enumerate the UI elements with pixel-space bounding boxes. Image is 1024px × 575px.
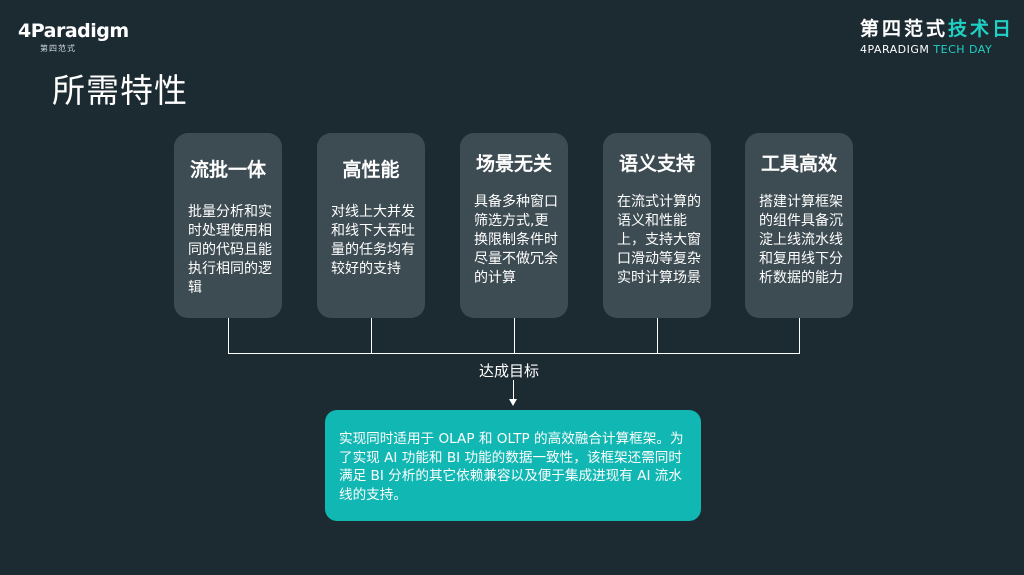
feature-card-body: 批量分析和实时处理使用相同的代码且能执行相同的逻辑 [188,204,272,296]
feature-card-body: 在流式计算的语义和性能上，支持大窗口滑动等复杂实时计算场景 [617,194,701,286]
connector-line [799,318,800,353]
event-title-en: 4PARADIGM TECH DAY [860,43,993,56]
feature-card-2: 高性能 对线上大并发和线下大吞吐量的任务均有较好的支持 [317,133,425,318]
logo-subtext: 第四范式 [40,44,76,53]
feature-card-title: 语义支持 [618,153,695,175]
connector-arrow-line [513,380,514,400]
feature-card-title: 高性能 [342,159,400,181]
arrow-down-icon [509,399,517,406]
feature-card-title: 场景无关 [475,153,552,175]
feature-card-body: 具备多种窗口筛选方式,更换限制条件时尽量不做冗余的计算 [474,194,558,286]
connector-bus [228,353,800,354]
goal-box: 实现同时适用于 OLAP 和 OLTP 的高效融合计算框架。为了实现 AI 功能… [325,410,701,521]
connector-line [228,318,229,353]
feature-card-body: 对线上大并发和线下大吞吐量的任务均有较好的支持 [331,204,415,277]
feature-card-5: 工具高效 搭建计算框架的组件具备沉淀上线流水线和复用线下分析数据的能力 [745,133,853,318]
brand-logo: 4Paradigm 第四范式 [18,18,129,53]
connector-line [514,318,515,353]
connector-line [371,318,372,353]
event-title-cn: 第四范式技术日 [860,18,1015,40]
feature-card-4: 语义支持 在流式计算的语义和性能上，支持大窗口滑动等复杂实时计算场景 [603,133,711,318]
feature-card-body: 搭建计算框架的组件具备沉淀上线流水线和复用线下分析数据的能力 [759,194,843,286]
feature-card-title: 工具高效 [760,153,837,175]
feature-card-1: 流批一体 批量分析和实时处理使用相同的代码且能执行相同的逻辑 [174,133,282,318]
goal-text: 实现同时适用于 OLAP 和 OLTP 的高效融合计算框架。为了实现 AI 功能… [339,431,684,503]
feature-card-title: 流批一体 [189,159,266,181]
target-label: 达成目标 [479,362,540,380]
logo-text: 4Paradigm [18,20,129,42]
slide-title: 所需特性 [52,71,188,110]
feature-card-3: 场景无关 具备多种窗口筛选方式,更换限制条件时尽量不做冗余的计算 [460,133,568,318]
connector-line [657,318,658,353]
event-branding: 第四范式技术日 4PARADIGM TECH DAY [860,14,1015,56]
